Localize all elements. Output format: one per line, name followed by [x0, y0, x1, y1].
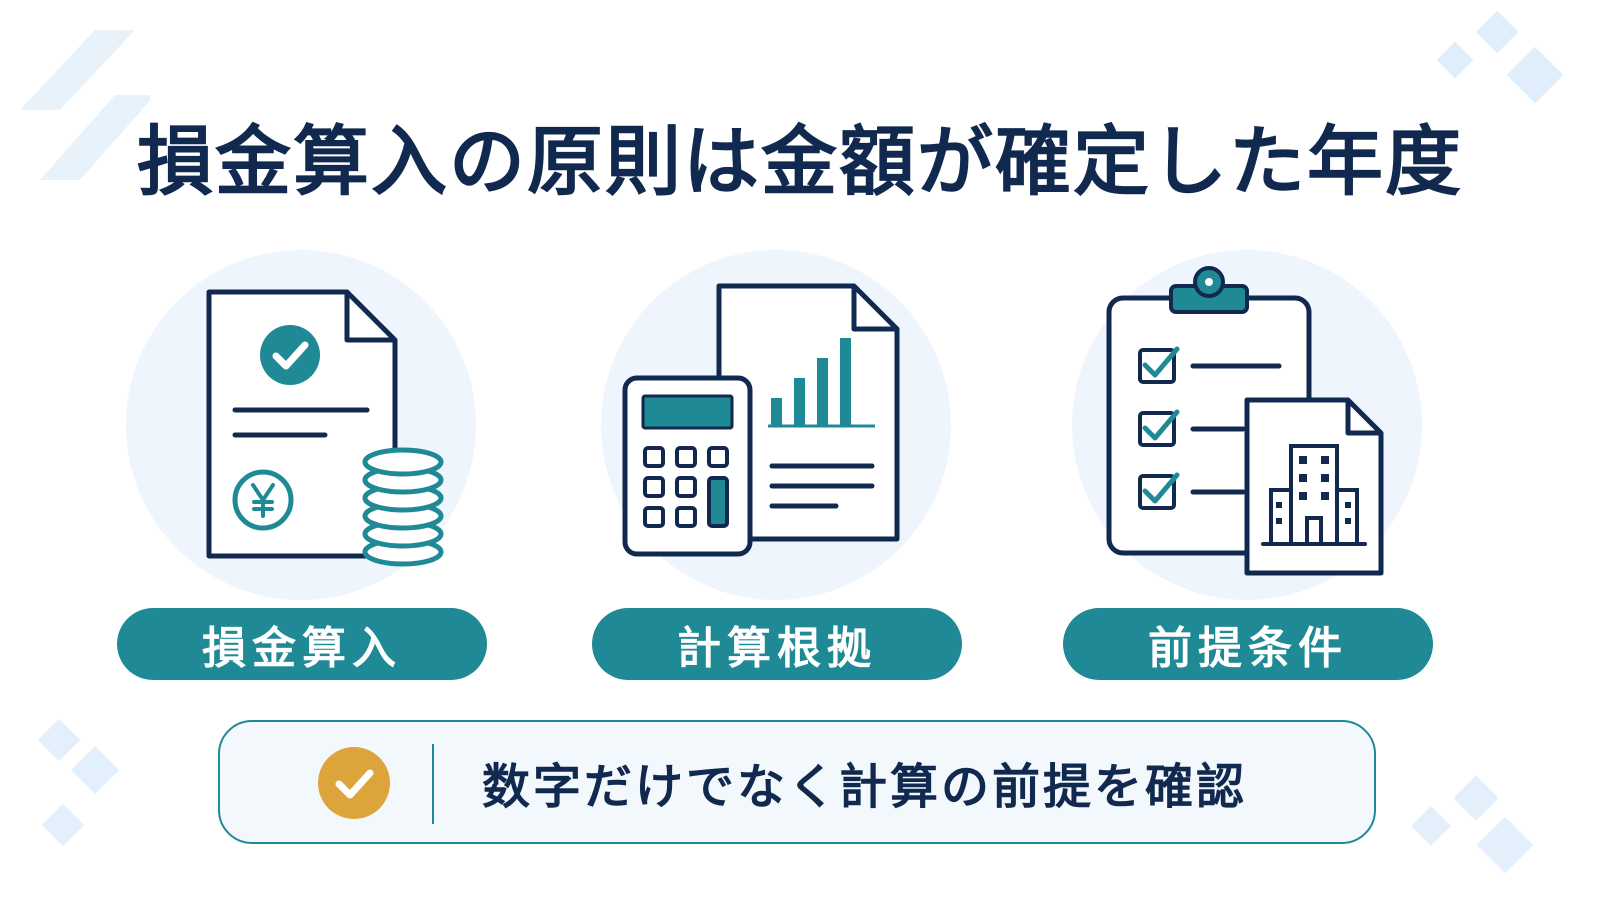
card-calculation-basis: 計算根拠: [592, 250, 962, 680]
decor-diamonds-bottom-right: [1411, 775, 1534, 874]
check-badge-icon: [318, 747, 390, 819]
page-title: 損金算入の原則は金額が確定した年度: [137, 117, 1463, 206]
label-pill-calculation-basis: 計算根拠: [592, 608, 962, 680]
decor-stripes-top-left: [20, 30, 150, 180]
document-yen-coins-icon: [206, 289, 444, 567]
decor-diamonds-top-right: [1436, 10, 1564, 104]
label-pill-loss-inclusion: 損金算入: [117, 608, 487, 680]
label-pill-preconditions: 前提条件: [1063, 608, 1433, 680]
decor-diamonds-bottom-left: [37, 718, 120, 847]
card-preconditions: 前提条件: [1063, 250, 1433, 680]
calculator-report-icon: [622, 283, 900, 557]
note-text: 数字だけでなく計算の前提を確認: [482, 759, 1248, 815]
card-loss-inclusion: 損金算入: [117, 250, 487, 680]
clipboard-building-icon: [1106, 266, 1384, 576]
note-divider: [432, 744, 434, 824]
note-box: 数字だけでなく計算の前提を確認: [218, 720, 1376, 844]
